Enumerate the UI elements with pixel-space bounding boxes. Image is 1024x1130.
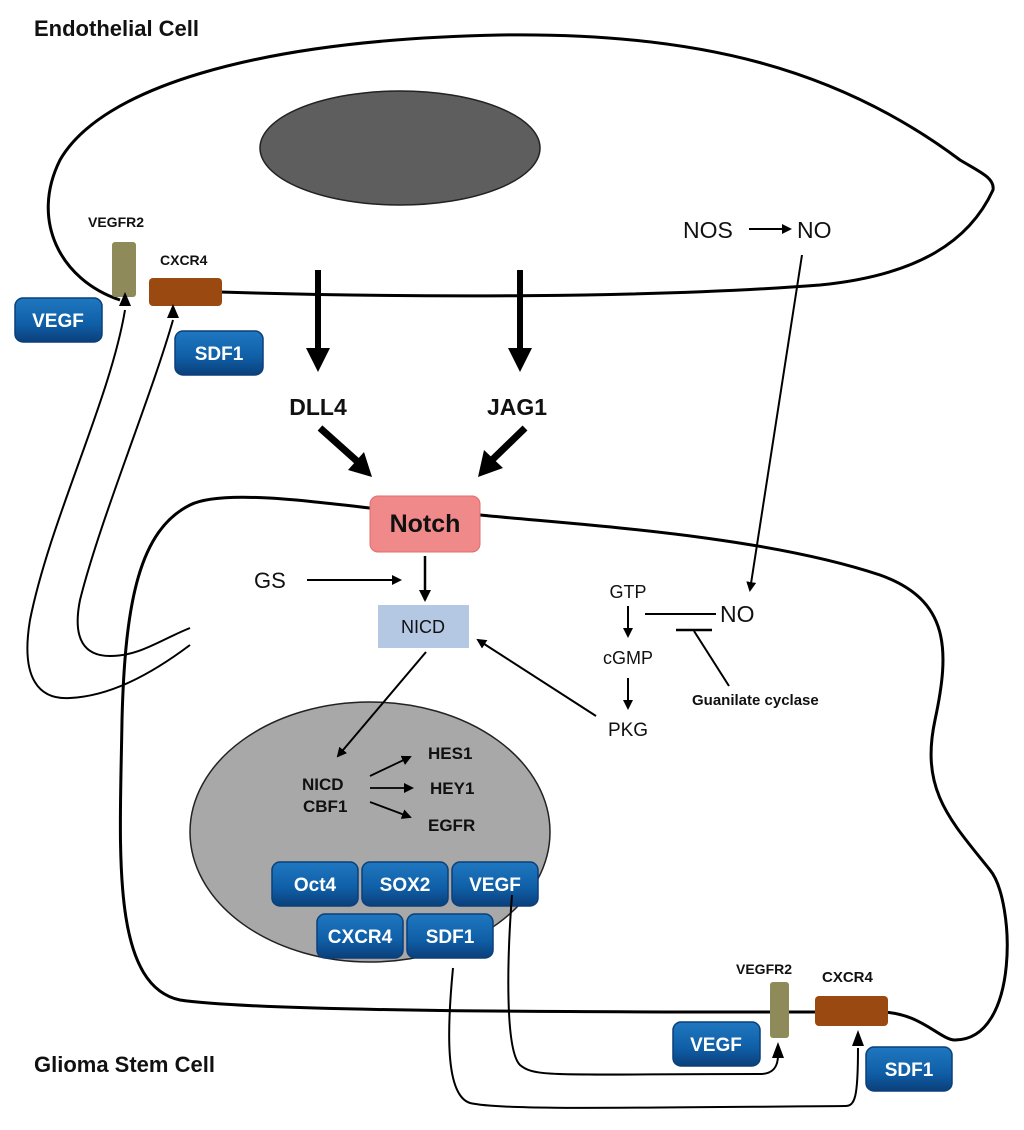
nucleus-sdf1-label: SDF1 — [426, 927, 475, 948]
vegf-autocrine-path — [507, 894, 779, 1076]
glioma-vegfr2-receptor — [770, 982, 789, 1038]
hey1-label: HEY1 — [430, 779, 474, 798]
endothelial-cxcr4-label: CXCR4 — [160, 252, 208, 268]
notch-label: Notch — [390, 510, 461, 538]
nucleus-sdf1-box — [406, 913, 494, 959]
cgmp-label: cGMP — [603, 648, 653, 668]
pkg-label: PKG — [608, 720, 648, 741]
glioma-vegf-box — [672, 1021, 761, 1067]
complex-nicd-label: NICD — [302, 775, 344, 794]
nos-label: NOS — [683, 217, 733, 243]
glioma-vegfr2-label: VEGFR2 — [736, 961, 792, 977]
sdf1-path-curve — [76, 319, 191, 658]
egfr-label: EGFR — [428, 816, 475, 835]
glioma-sdf1-label: SDF1 — [885, 1060, 934, 1081]
nucleus-cxcr4-box — [316, 913, 404, 959]
sox2-label: SOX2 — [380, 875, 431, 896]
jag1-to-notch-arrow — [489, 425, 528, 463]
glioma-sdf1-box — [865, 1046, 953, 1092]
oct4-label: Oct4 — [294, 875, 337, 896]
nicd-label: NICD — [401, 617, 445, 637]
to-egfr-arrow — [369, 801, 412, 819]
nicd-box — [378, 605, 469, 648]
endothelial-cxcr4-receptor — [149, 278, 222, 306]
oct4-box — [271, 861, 359, 907]
glioma-cxcr4-label: CXCR4 — [822, 969, 874, 986]
endothelial-sdf1-label: SDF1 — [195, 344, 244, 365]
glioma-stem-cell-title: Glioma Stem Cell — [34, 1052, 215, 1077]
endothelial-sdf1-box — [174, 330, 264, 376]
nicd-to-nucleus-arrow — [336, 651, 427, 758]
glioma-vegf-label: VEGF — [690, 1035, 742, 1056]
gs-label: GS — [254, 568, 286, 593]
glioma-cxcr4-receptor — [815, 996, 888, 1026]
guanilate-cyclase-inhibit-line — [693, 630, 730, 687]
complex-cbf1-label: CBF1 — [303, 797, 347, 816]
sdf1-autocrine-path — [448, 967, 859, 1109]
pkg-to-nicd-arrow — [476, 638, 597, 717]
nucleus-vegf-label: VEGF — [469, 875, 521, 896]
dll4-label: DLL4 — [289, 394, 347, 420]
endothelial-cell-membrane — [46, 33, 995, 302]
nucleus-vegf-box — [451, 861, 539, 907]
glioma-no-label: NO — [720, 601, 755, 627]
endothelial-vegf-box — [14, 297, 103, 343]
endothelial-nucleus — [259, 90, 541, 206]
to-hes1-arrow — [369, 755, 412, 777]
dll4-to-notch-arrow — [317, 425, 361, 465]
vegf-path-curve — [26, 309, 191, 700]
jag1-label: JAG1 — [487, 394, 547, 420]
endothelial-vegfr2-receptor — [112, 242, 136, 297]
gtp-label: GTP — [609, 582, 646, 602]
no-diffusion-arrow — [746, 254, 803, 592]
endothelial-vegfr2-label: VEGFR2 — [88, 214, 144, 230]
guanilate-cyclase-label: Guanilate cyclase — [692, 692, 819, 709]
notch-receptor — [369, 495, 481, 553]
endothelial-no-label: NO — [797, 217, 832, 243]
endothelial-vegf-label: VEGF — [32, 311, 84, 332]
hes1-label: HES1 — [428, 744, 472, 763]
endothelial-cell-title: Endothelial Cell — [34, 16, 199, 41]
sox2-box — [361, 861, 449, 907]
nucleus-cxcr4-label: CXCR4 — [328, 927, 393, 948]
